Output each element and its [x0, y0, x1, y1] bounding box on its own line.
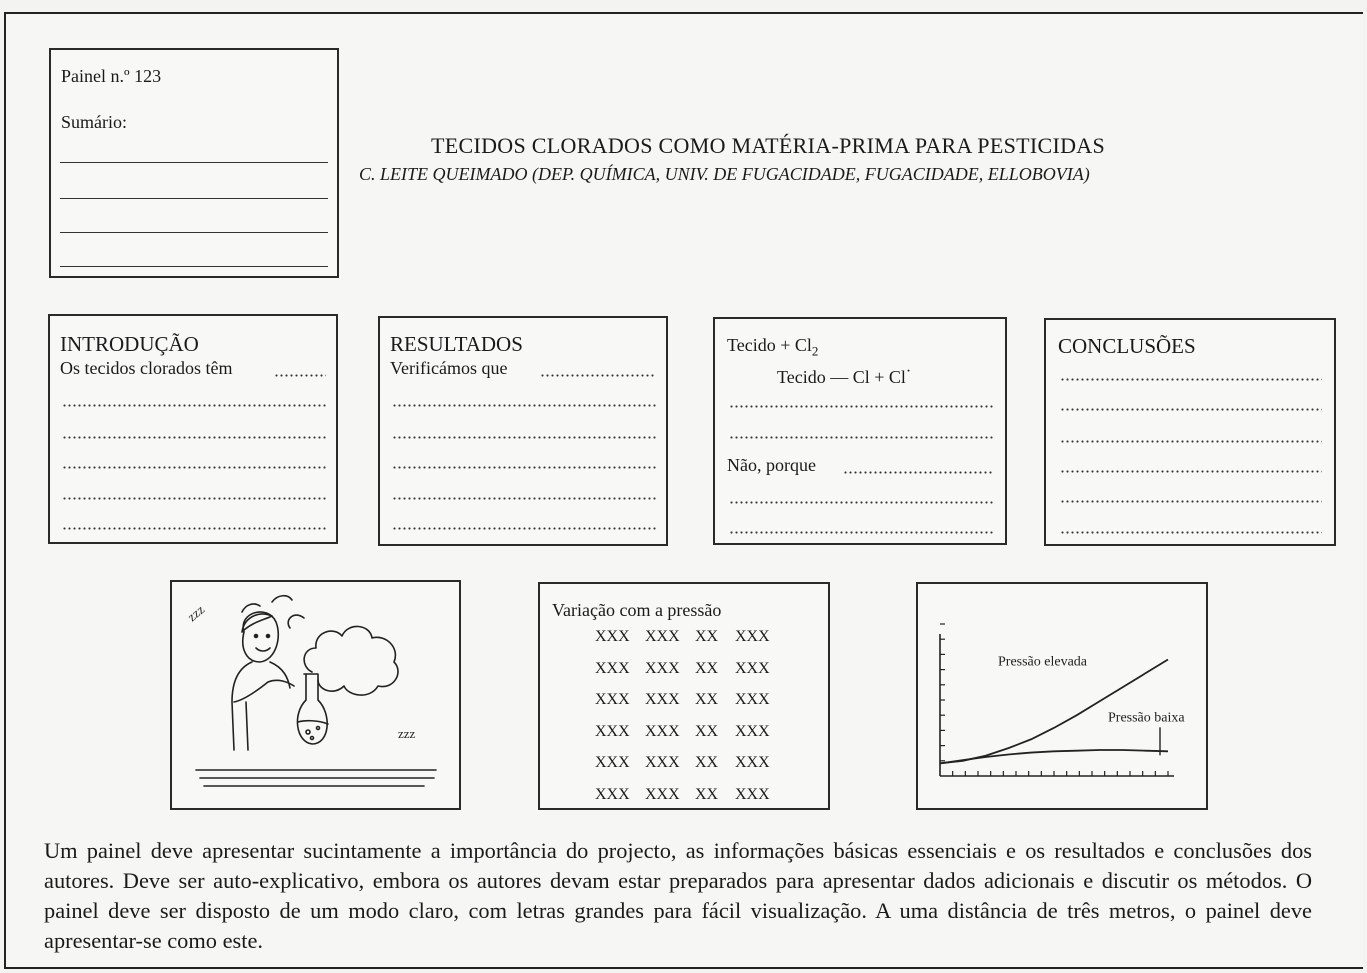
table-cell: XXX: [735, 691, 770, 708]
reaction-reactants: Tecido + Cl: [727, 335, 812, 355]
table-cell: XX: [695, 691, 719, 708]
results-box: RESULTADOS Verificámos que: [378, 316, 668, 546]
radical-dot: ·: [905, 363, 912, 380]
dotted-line: [1060, 531, 1322, 534]
dotted-line: [392, 527, 657, 530]
dotted-line: [729, 501, 993, 504]
poster-authors: C. LEITE QUEIMADO (DEP. QUÍMICA, UNIV. D…: [359, 164, 1090, 184]
table-cell: XXX: [595, 691, 630, 708]
dotted-line: [62, 497, 327, 500]
conclusions-heading: CONCLUSÕES: [1058, 334, 1196, 358]
table-cell: XXX: [735, 785, 770, 803]
panel-number: Painel n.º 123: [61, 66, 162, 86]
dotted-line: [1060, 500, 1322, 503]
summary-line: [60, 162, 328, 163]
dotted-line: [1060, 470, 1322, 473]
dotted-line: [62, 527, 327, 530]
table-cell: XX: [695, 754, 719, 771]
table-cell: XXX: [645, 628, 680, 645]
dotted-line: [1060, 408, 1322, 411]
table-cell: XXX: [735, 722, 770, 740]
cartoon-box: zzz zzz: [170, 580, 461, 810]
table-cell: XXX: [735, 628, 770, 645]
table-cell: XX: [695, 628, 719, 645]
summary-line: [60, 198, 328, 199]
intro-box: INTRODUÇÃO Os tecidos clorados têm: [48, 314, 338, 544]
table-cell: XXX: [735, 659, 770, 677]
series-label-1: Pressão baixa: [1108, 710, 1185, 725]
dotted-line: [729, 436, 993, 439]
reaction-question: Não, porque: [727, 455, 816, 475]
dotted-line: [392, 436, 657, 439]
scientist-illustration: zzz zzz: [184, 594, 437, 787]
reaction-equation-1: Tecido + Cl2: [727, 335, 818, 360]
table-cell: XXX: [645, 722, 680, 740]
dotted-line: [62, 436, 327, 439]
footer-paragraph: Um painel deve apresentar sucintamente a…: [44, 838, 1312, 953]
dotted-line: [729, 405, 993, 408]
summary-line: [60, 266, 328, 267]
results-text: Verificámos que: [390, 358, 508, 378]
table-cell: XX: [695, 722, 719, 740]
series-line-1: [939, 749, 1169, 765]
dotted-line: [62, 466, 327, 469]
series-label-0: Pressão elevada: [998, 654, 1088, 669]
dotted-line: [392, 466, 657, 469]
table-cell: XXX: [645, 785, 680, 803]
table-cell: XXX: [595, 785, 630, 803]
dotted-line: [62, 404, 327, 407]
dotted-line: [1060, 378, 1322, 381]
table-cell: XXX: [645, 691, 680, 708]
table-cell: XXX: [735, 754, 770, 771]
subscript: 2: [811, 343, 819, 359]
reaction-equation-2: Tecido — Cl + Cl·: [777, 363, 911, 388]
dotted-line: [392, 404, 657, 407]
conclusions-box: CONCLUSÕES: [1044, 318, 1336, 546]
dotted-line: [843, 471, 993, 474]
table-cell: XX: [695, 785, 719, 803]
intro-text: Os tecidos clorados têm: [60, 358, 233, 378]
dotted-line: [729, 531, 993, 534]
snore-text-2: zzz: [398, 726, 416, 741]
poster-title: TECIDOS CLORADOS COMO MATÉRIA-PRIMA PARA…: [431, 133, 1105, 158]
dotted-line: [1060, 440, 1322, 443]
snore-text-1: zzz: [184, 602, 207, 625]
dotted-line: [392, 497, 657, 500]
reaction-box: Tecido + Cl2 Tecido — Cl + Cl· Não, porq…: [713, 317, 1007, 545]
table-cell: XXX: [595, 628, 630, 645]
summary-line: [60, 232, 328, 233]
intro-heading: INTRODUÇÃO: [60, 332, 199, 356]
summary-box: Painel n.º 123 Sumário:: [49, 48, 339, 278]
results-heading: RESULTADOS: [390, 332, 523, 356]
table-cell: XXX: [595, 659, 630, 677]
table-cell: XXX: [595, 754, 630, 771]
reaction-products: Tecido — Cl + Cl: [777, 367, 906, 387]
summary-label: Sumário:: [61, 112, 127, 132]
table-title: Variação com a pressão: [552, 600, 722, 620]
table-cell: XXX: [595, 722, 630, 740]
table-cell: XXX: [645, 659, 680, 677]
table-cell: XX: [695, 659, 719, 677]
dotted-line: [540, 374, 656, 377]
table-cell: XXX: [645, 754, 680, 771]
dotted-line: [274, 374, 326, 377]
